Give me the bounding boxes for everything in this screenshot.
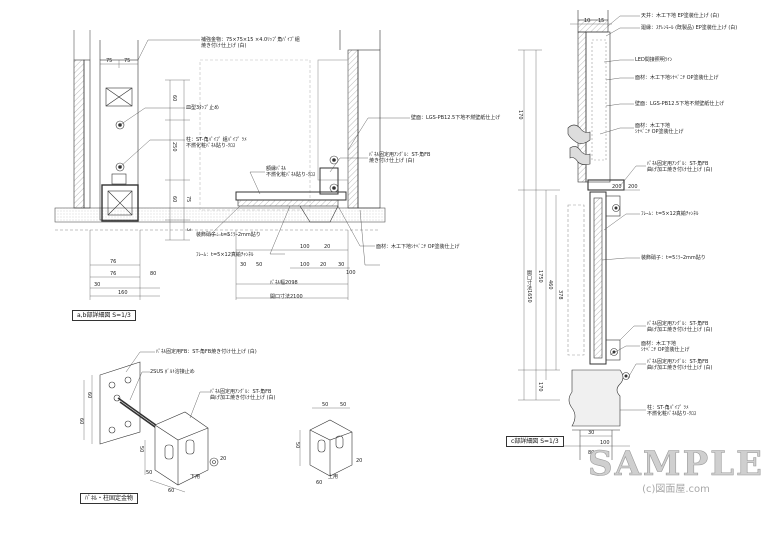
- dim-hw-a2: 60: [78, 418, 84, 425]
- label-c-tenjou: 天井：木工下地 EP塗装仕上げ (白): [641, 13, 720, 19]
- dim-hw-b1: 50: [294, 442, 300, 449]
- dim-w2: 20: [324, 244, 331, 250]
- label-c-angle3: ﾊﾟﾈﾙ固定用ｱﾝｸﾞﾙ：ST-角FB: [647, 359, 709, 365]
- label-hw-bolt: 2SUS ﾎﾞﾙﾄ溶接止め: [150, 369, 195, 375]
- label-c-hashira2: 不燃化粧ﾊﾟﾈﾙ貼り-ｸﾛｽ: [647, 411, 697, 417]
- label-bolt: 皿型3ﾀｯﾌﾟ止め: [186, 105, 220, 111]
- label-hashira: 柱：ST-角ﾊﾟｲﾌﾟ 組ﾊﾟｲﾌﾟ ﾂﾒ: [186, 137, 247, 143]
- dim-c-h1: 170: [517, 110, 523, 120]
- ab-detail-title: a,b部詳細図 S=1/3: [72, 310, 136, 321]
- label-hw-top: ﾊﾟﾈﾙ固定用FB：ST-角FB焼き付け仕上げ (白): [156, 349, 257, 355]
- hardware-detail: [83, 351, 353, 493]
- label-hw-angle-2: 曲げ加工焼き付け仕上げ (白): [210, 395, 276, 401]
- label-c-angle1: ﾊﾟﾈﾙ固定用ｱﾝｸﾞﾙ：ST-角FB: [647, 161, 709, 167]
- watermark-main: SAMPLE: [588, 444, 764, 484]
- dim-hw-b5: 20: [356, 458, 363, 464]
- dim-c-t2: 15: [598, 18, 605, 24]
- dim-c-t3: 200: [612, 184, 622, 190]
- dim-c-t1: 10: [584, 18, 591, 24]
- dim-hw-a3: 50: [138, 446, 144, 453]
- label-c-tana: 面材：木工下地ｼﾅﾍﾞﾆﾔ OP塗装仕上げ: [635, 75, 719, 81]
- dim-hw-a5: 60: [168, 488, 175, 494]
- label-c-angle2: ﾊﾟﾈﾙ固定用ｱﾝｸﾞﾙ：ST-角FB: [647, 321, 709, 327]
- dim-b1: 76: [110, 259, 117, 265]
- dim-c-h5: 170: [537, 382, 543, 392]
- dim-v1: 60: [171, 95, 177, 102]
- hardware-title: ﾊﾟﾈﾙ・柱固定金物: [80, 493, 139, 504]
- dim-hw-a4: 50: [146, 470, 153, 476]
- label-c-hashira: 柱：ST-角ﾊﾟｲﾌﾟ ﾂﾒ: [647, 405, 689, 411]
- dim-hw-a6: 20: [220, 456, 227, 462]
- label-hashira-2: 不燃化粧ﾊﾟﾈﾙ貼り-ｸﾛｽ: [186, 143, 236, 149]
- ab-detail-plan: [54, 30, 410, 300]
- dim-c-b2: 100: [600, 440, 610, 446]
- dim-p1: 100: [300, 262, 310, 268]
- c-detail-section: [518, 10, 646, 460]
- label-glass: 装飾硝子：t=5ﾐﾗｰ2mm貼り: [196, 232, 261, 238]
- label-frame: ﾌﾚｰﾑ：t=5×12真鍮ﾁｬﾝﾈﾙ: [196, 252, 254, 258]
- sample-watermark: SAMPLE (c)図面屋.com: [588, 446, 764, 495]
- dim-w3: 100: [346, 270, 356, 276]
- label-zaishitu: 面材：木工下地ｼﾅﾍﾞﾆﾔ OP塗装仕上げ: [376, 244, 460, 250]
- dim-hw-b3: 50: [340, 402, 347, 408]
- dim-c1: 30: [240, 262, 247, 268]
- label-waku: 額縁ﾊﾟﾈﾙ: [266, 166, 287, 172]
- dim-b2: 76: [110, 271, 117, 277]
- dim-v4: 75: [185, 196, 191, 203]
- label-c-angle2b: 曲げ加工焼き付け仕上げ (白): [647, 327, 713, 333]
- label-heki: 壁面：LGS-PB12.5下地不燃壁紙仕上げ: [411, 115, 501, 121]
- dim-hw-b2: 50: [322, 402, 329, 408]
- label-c-mokko3: 面材：木工下地: [641, 341, 677, 347]
- label-opening-width: 開口寸法2100: [270, 294, 303, 300]
- dim-v2: 250: [171, 142, 177, 152]
- dim-top-a: 75: [106, 58, 113, 64]
- dim-hw-a1: 60: [86, 392, 92, 399]
- dim-p3: 30: [338, 262, 345, 268]
- label-waku-2: 不燃化粧ﾊﾟﾈﾙ貼り-ｸﾛｽ: [266, 172, 316, 178]
- label-hokyou-2: 焼き付け仕上げ (白): [201, 43, 247, 49]
- dim-c-h4: 378: [557, 290, 563, 300]
- dim-v3: 60: [171, 196, 177, 203]
- dim-c-b3: 80: [588, 450, 595, 456]
- label-hw-kayou: 下用: [190, 474, 201, 480]
- label-c-glass: 装飾硝子：t=5ﾐﾗｰ2mm貼り: [641, 255, 706, 261]
- label-hw-jouyou: 上用: [328, 474, 339, 480]
- dim-w1: 100: [300, 244, 310, 250]
- label-c-led: LED間接照明ﾗｲﾝ: [635, 57, 673, 63]
- dim-v5: 3: [185, 228, 191, 232]
- label-c-hekimen: 壁面：LGS-PB12.5下地不燃壁紙仕上げ: [635, 101, 725, 107]
- label-panel-width: ﾊﾟﾈﾙ幅2098: [270, 280, 298, 286]
- dim-c-t4: 200: [628, 184, 638, 190]
- dim-r1: 30: [94, 282, 101, 288]
- label-c-angle3b: 曲げ加工焼き付け仕上げ (白): [647, 365, 713, 371]
- label-hokyou: 補強金物：75×75×15 ×4.0ﾘｯﾌﾟ角ﾊﾟｲﾌﾟ組: [201, 37, 300, 43]
- label-c-mokko: 面材：木工下地: [635, 123, 671, 129]
- watermark-sub: (c)図面屋.com: [642, 484, 710, 495]
- dim-hw-b4: 60: [316, 480, 323, 486]
- dim-b3: 80: [150, 271, 157, 277]
- dim-top-b: 75: [124, 58, 131, 64]
- label-c-mawaribuchi: 廻縁：ｽﾁﾚﾝﾓｰﾙ (既製品) EP塗装仕上げ (白): [641, 25, 738, 31]
- dim-c-h3: 460: [547, 280, 553, 290]
- c-detail-title: c部詳細図 S=1/3: [506, 436, 564, 447]
- label-c-mokko-2: ｼﾅﾍﾞﾆﾔ OP塗装仕上げ: [635, 129, 684, 135]
- dim-p2: 20: [320, 262, 327, 268]
- label-panel-kotei: ﾊﾟﾈﾙ固定用ｱﾝｸﾞﾙ：ST-角FB: [369, 152, 431, 158]
- label-c-opening-height: 開口寸法1650: [526, 270, 532, 303]
- dim-c2: 50: [256, 262, 263, 268]
- dim-c-b1: 30: [588, 430, 595, 436]
- label-hw-angle: ﾊﾟﾈﾙ固定用ｱﾝｸﾞﾙ：ST-角FB: [210, 389, 272, 395]
- label-c-angle1b: 曲げ加工焼き付け仕上げ (白): [647, 167, 713, 173]
- label-c-frame: ﾌﾚｰﾑ：t=5×12真鍮ﾁｬﾝﾈﾙ: [641, 211, 699, 217]
- dim-r2: 160: [118, 290, 128, 296]
- label-c-mokko3b: ｼﾅﾍﾞﾆﾔ OP塗装仕上げ: [641, 347, 690, 353]
- dim-c-h2: 1750: [537, 270, 543, 283]
- label-panel-kotei-2: 焼き付け仕上げ (白): [369, 158, 415, 164]
